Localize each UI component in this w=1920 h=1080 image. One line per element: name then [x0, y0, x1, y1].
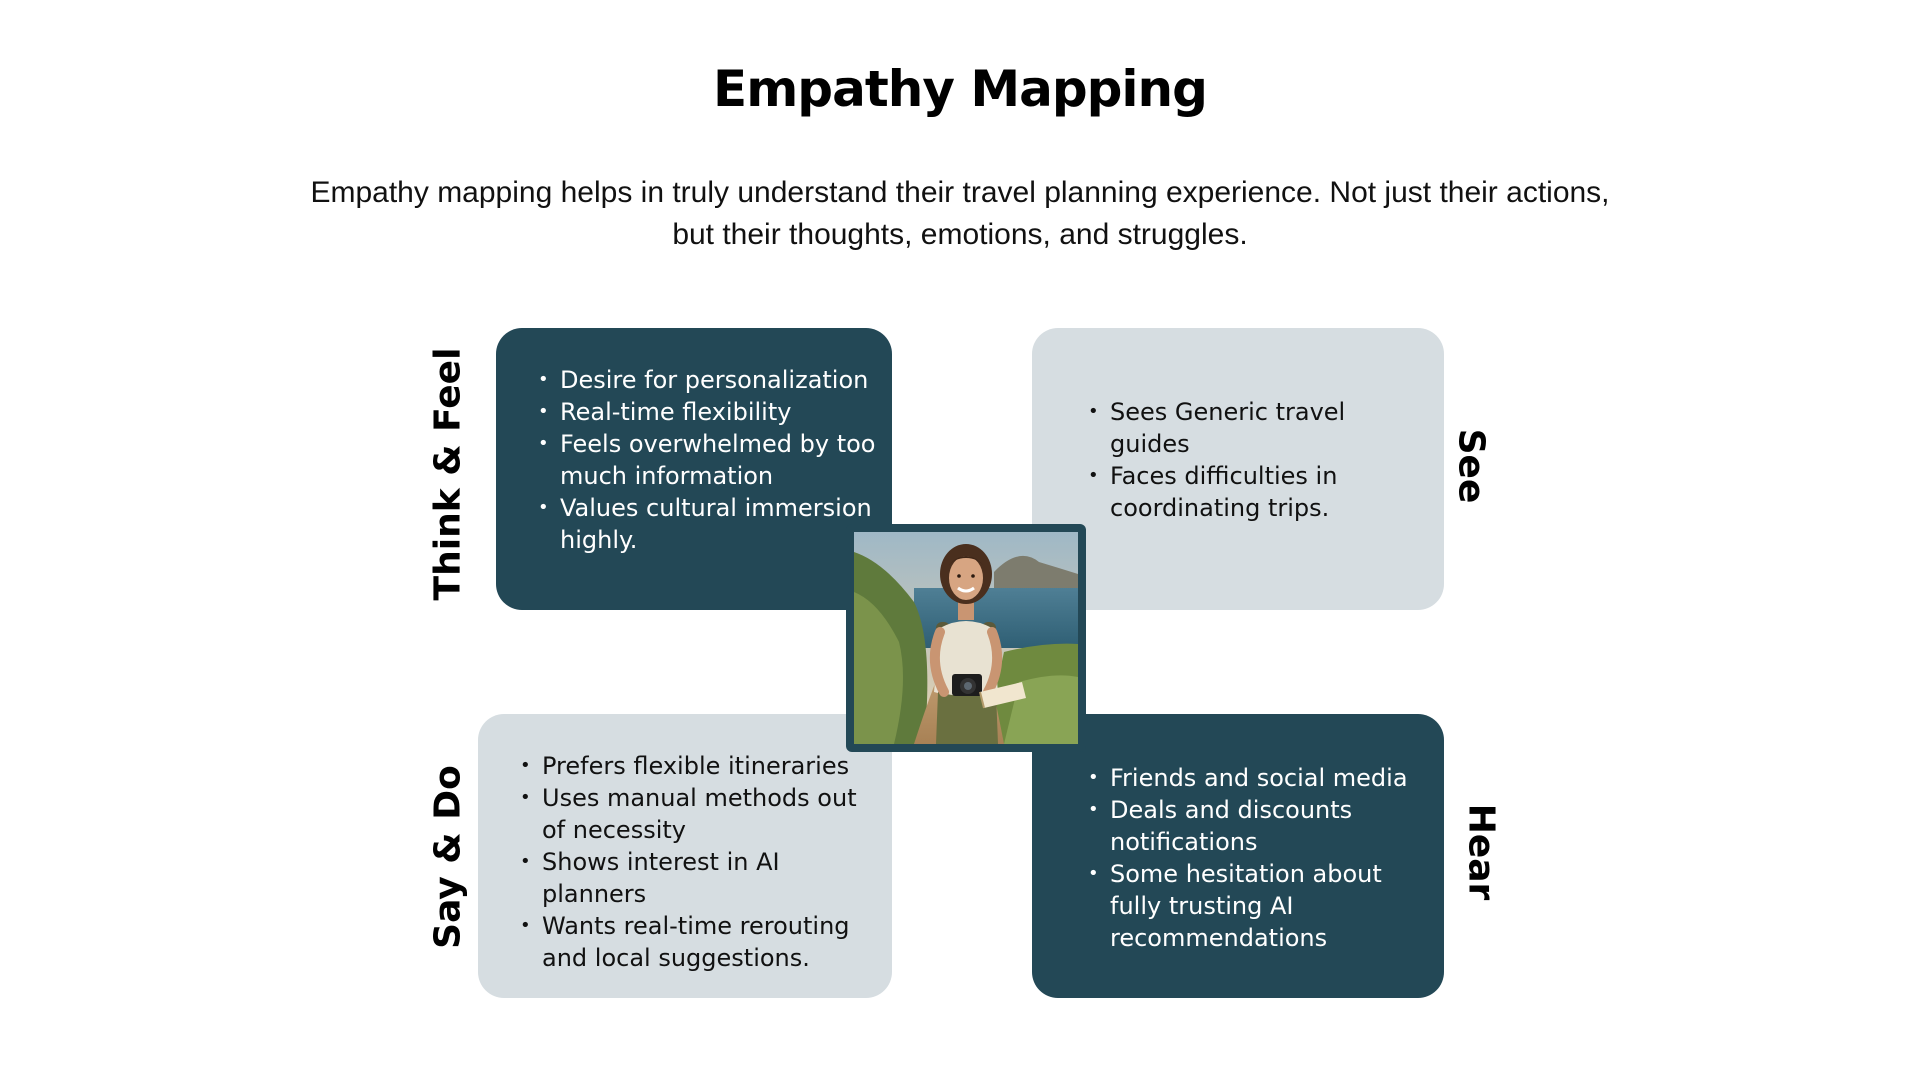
list-item: Real-time flexibility — [538, 396, 878, 428]
page-subtitle: Empathy mapping helps in truly understan… — [310, 176, 1610, 251]
see-panel: Sees Generic travel guides Faces difficu… — [1032, 328, 1444, 610]
page-title: Empathy Mapping — [713, 60, 1208, 118]
say-do-label: Say & Do — [427, 765, 469, 949]
list-item: Sees Generic travel guides — [1088, 396, 1428, 460]
see-list: Sees Generic travel guides Faces difficu… — [1088, 396, 1428, 524]
list-item: Deals and discounts notifications — [1088, 794, 1434, 858]
list-item: Prefers flexible itineraries — [520, 750, 870, 782]
hear-list: Friends and social media Deals and disco… — [1088, 762, 1434, 954]
hear-label: Hear — [1460, 803, 1502, 901]
list-item: Shows interest in AI planners — [520, 846, 870, 910]
list-item: Wants real-time rerouting and local sugg… — [520, 910, 870, 974]
traveler-photo-icon — [854, 532, 1078, 744]
list-item: Friends and social media — [1088, 762, 1434, 794]
list-item: Values cultural immersion highly. — [538, 492, 878, 556]
list-item: Desire for personalization — [538, 364, 878, 396]
list-item: Uses manual methods out of necessity — [520, 782, 870, 846]
see-label: See — [1450, 428, 1492, 504]
think-feel-panel: Desire for personalization Real-time fle… — [496, 328, 892, 610]
list-item: Feels overwhelmed by too much informatio… — [538, 428, 878, 492]
traveler-photo-frame — [846, 524, 1086, 752]
think-feel-list: Desire for personalization Real-time fle… — [538, 364, 878, 556]
hear-panel: Friends and social media Deals and disco… — [1032, 714, 1444, 998]
say-do-panel: Prefers flexible itineraries Uses manual… — [478, 714, 892, 998]
list-item: Some hesitation about fully trusting AI … — [1088, 858, 1434, 954]
say-do-list: Prefers flexible itineraries Uses manual… — [520, 750, 870, 974]
list-item: Faces difficulties in coordinating trips… — [1088, 460, 1428, 524]
think-feel-label: Think & Feel — [427, 347, 469, 601]
